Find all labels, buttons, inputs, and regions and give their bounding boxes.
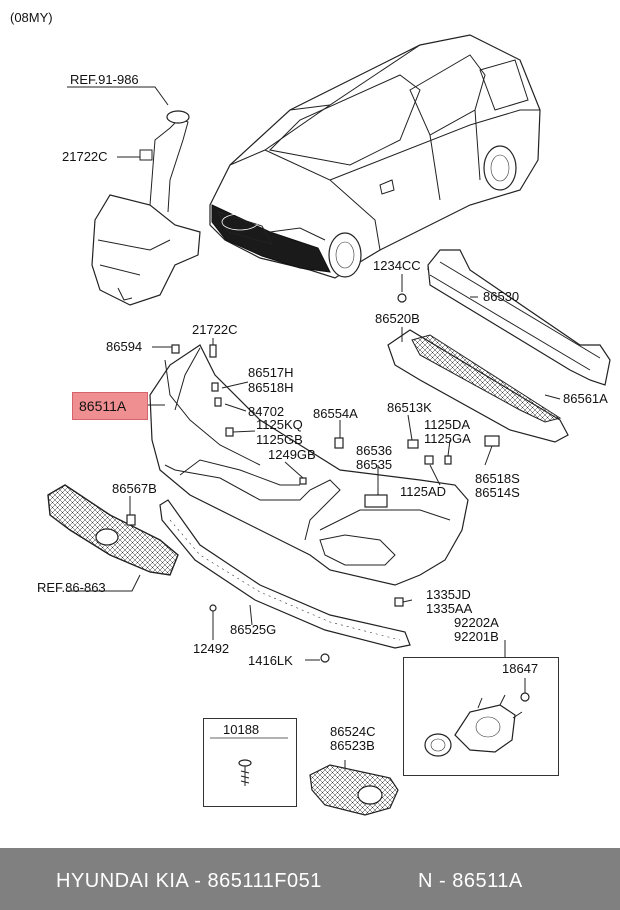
model-year-label: (08MY) (10, 10, 53, 25)
part-86514S[interactable]: 86514S (475, 485, 520, 500)
part-86567B[interactable]: 86567B (112, 481, 157, 496)
part-1335AA[interactable]: 1335AA (426, 601, 473, 616)
part-86530[interactable]: 86530 (483, 289, 520, 304)
part-1125GA[interactable]: 1125GA (424, 431, 471, 446)
footer-bar: HYUNDAI KIA - 865111F051 N - 86511A (0, 848, 620, 910)
fog-lamp-cover (309, 764, 399, 816)
part-86523B[interactable]: 86523B (330, 738, 375, 753)
part-86536[interactable]: 86536 (356, 443, 393, 458)
part-21722C-top[interactable]: 21722C (62, 149, 108, 164)
part-86517H[interactable]: 86517H (248, 365, 294, 380)
part-86594[interactable]: 86594 (106, 339, 143, 354)
part-86554A[interactable]: 86554A (313, 406, 358, 421)
part-1125KQ[interactable]: 1125KQ (256, 417, 303, 432)
part-84702[interactable]: 84702 (248, 404, 285, 419)
part-18647[interactable]: 18647 (502, 661, 539, 676)
clips (126, 344, 500, 607)
part-1416LK[interactable]: 1416LK (248, 653, 293, 668)
part-92202A[interactable]: 92202A (454, 615, 499, 630)
energy-absorber (387, 329, 569, 443)
washer-reservoir (91, 110, 201, 306)
ref-grille-label[interactable]: REF.86-863 (37, 580, 106, 595)
lower-lip-spoiler (159, 499, 411, 663)
part-1234CC[interactable]: 1234CC (373, 258, 421, 273)
part-1125DA[interactable]: 1125DA (424, 417, 471, 432)
part-1125AD[interactable]: 1125AD (400, 484, 447, 499)
part-10188[interactable]: 10188 (223, 722, 260, 737)
ref-washer-label[interactable]: REF.91-986 (70, 72, 139, 87)
vehicle-illustration (209, 34, 541, 279)
part-86520B[interactable]: 86520B (375, 311, 420, 326)
bumper-beam (397, 249, 611, 386)
part-86561A[interactable]: 86561A (563, 391, 608, 406)
part-86518H[interactable]: 86518H (248, 380, 294, 395)
part-86511A: 86511A (79, 398, 127, 414)
footer-part-number: HYUNDAI KIA - 865111F051 (56, 870, 322, 892)
part-21722C[interactable]: 21722C (192, 322, 238, 337)
part-86535[interactable]: 86535 (356, 457, 393, 472)
highlighted-part-86511A[interactable]: 86511A (72, 392, 148, 420)
part-86525G[interactable]: 86525G (230, 622, 277, 637)
part-1249GB[interactable]: 1249GB (268, 447, 316, 462)
part-92201B[interactable]: 92201B (454, 629, 499, 644)
part-1335JD[interactable]: 1335JD (426, 587, 471, 602)
radiator-grille (47, 484, 179, 576)
part-12492[interactable]: 12492 (193, 641, 230, 656)
part-86524C[interactable]: 86524C (330, 724, 376, 739)
part-86518S[interactable]: 86518S (475, 471, 520, 486)
footer-code: N - 86511A (418, 870, 523, 892)
part-1125GB[interactable]: 1125GB (256, 432, 303, 447)
part-86513K[interactable]: 86513K (387, 400, 432, 415)
